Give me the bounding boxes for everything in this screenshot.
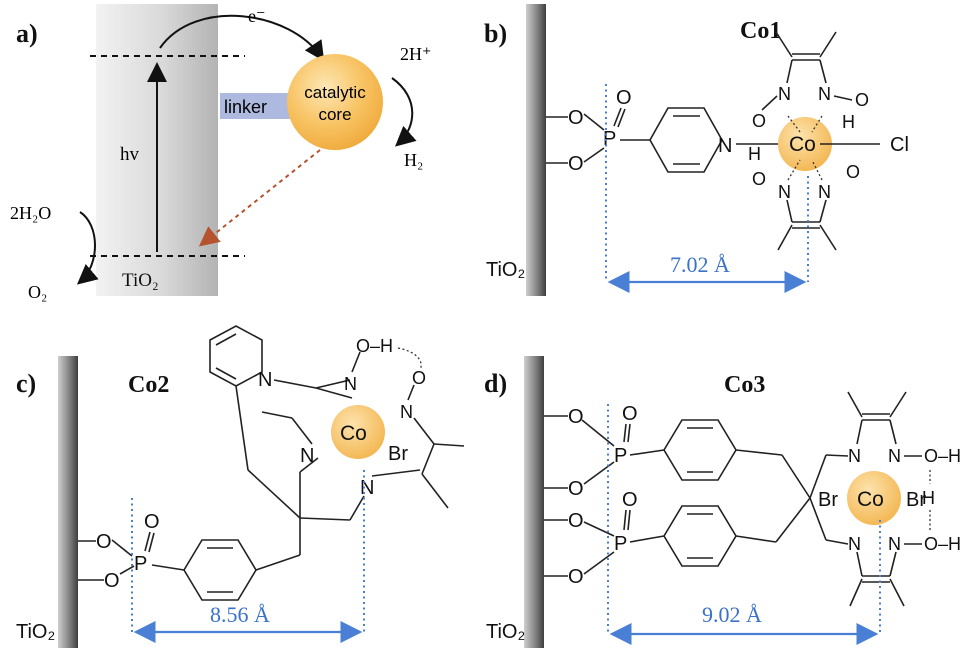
atom-o: O [622,403,638,425]
atom-br: Br [388,443,408,465]
atom-n: N [888,534,901,554]
electron-transfer-arrow [159,14,325,62]
atom-o: O [144,511,160,533]
atom-br: Br [906,489,926,511]
pyridine-ring [649,107,723,173]
atom-o: O [568,566,584,588]
tio2-surface-c [58,356,78,648]
distance-label-d: 9.02 Å [702,602,762,627]
water-oxidation-arrow [76,211,99,285]
atom-o: O [568,510,584,532]
cobalt-center-co1 [778,117,832,171]
panel-a-label: a) [16,19,38,48]
atom-n: N [778,84,791,104]
atom-oh-group: O–H [924,446,961,466]
recombination-arrow [198,149,321,247]
atom-cl: Cl [890,134,909,156]
cobalt-center-co3 [847,471,901,525]
proton-reduction-arrow [391,77,417,147]
linker-bar [220,93,290,119]
atom-co: Co [340,422,367,445]
atom-o: O [752,169,766,189]
atom-o: O [412,368,426,388]
two-h-plus-label: 2H⁺ [400,44,432,64]
atom-o: O [568,153,584,175]
atom-oh-group: O–H [924,534,961,554]
atom-p: P [614,445,627,467]
atom-n: N [400,402,413,422]
atom-o: O [616,87,632,109]
atom-n: N [818,84,831,104]
atom-n: N [300,445,314,467]
panel-c-label: c) [16,369,36,398]
electron-label: e⁻ [248,6,266,26]
atom-n: N [778,182,791,202]
tio2-label-c: TiO₂ [16,621,55,643]
atom-o: O [622,489,638,511]
cobalt-center-co2 [331,405,385,459]
atom-o: O [568,478,584,500]
distance-label-b: 7.02 Å [670,252,730,277]
atom-o: O [752,111,766,131]
panel-d: d) Co3 TiO₂ O O P O O O P O [484,356,961,648]
compound-name-co2: Co2 [128,372,169,398]
atom-p: P [614,533,627,555]
atom-n: N [360,477,374,499]
core-label: core [318,105,351,124]
linker-label: linker [224,97,267,117]
compound-name-co1: Co1 [740,18,781,44]
benzene-ring-lower [663,505,737,567]
atom-o: O [568,107,584,129]
catalytic-label: catalytic [304,83,366,102]
benzene-ring-upper [663,419,737,481]
atom-n: N [818,182,831,202]
pyridine-ring-c [209,325,263,387]
o2-label: O₂ [28,282,47,302]
tio2-surface-d [524,356,544,648]
panel-a: a) hv e⁻ linker catalytic core 2H⁺ H₂ 2H… [10,4,432,302]
panel-c: c) Co2 TiO₂ O O P O N N [16,325,465,648]
atom-n: N [718,135,732,157]
atom-co: Co [857,488,884,511]
atom-o: O [568,406,584,428]
two-h2o-label: 2H₂O [10,203,51,223]
atom-h: H [842,112,855,132]
tio2-surface-b [526,4,546,296]
atom-o: O [96,531,112,553]
panel-b: b) Co1 TiO₂ O O P O N Co N N O [484,4,909,296]
atom-co: Co [789,133,816,156]
atom-br: Br [818,489,838,511]
atom-n: N [848,534,861,554]
h2-label: H₂ [404,150,423,170]
atom-oh-group: O–H [356,336,393,356]
atom-n: N [258,369,272,391]
atom-h: H [922,488,935,508]
atom-n: N [344,374,357,394]
atom-n: N [888,446,901,466]
atom-o: O [846,162,860,182]
atom-p: P [134,553,147,575]
tio2-label-d: TiO₂ [486,621,525,643]
tio2-label-b: TiO₂ [486,259,525,281]
atom-o: O [104,570,120,592]
catalytic-core [287,54,383,150]
atom-h: H [748,144,761,164]
compound-name-co3: Co3 [724,372,765,398]
panel-b-label: b) [484,19,507,48]
hv-label: hv [120,144,140,165]
distance-label-c: 8.56 Å [210,602,270,627]
benzene-ring [183,539,257,601]
atom-o: O [855,90,869,110]
atom-n: N [848,446,861,466]
tio2-label-a: TiO₂ [122,270,159,291]
panel-d-label: d) [484,369,507,398]
